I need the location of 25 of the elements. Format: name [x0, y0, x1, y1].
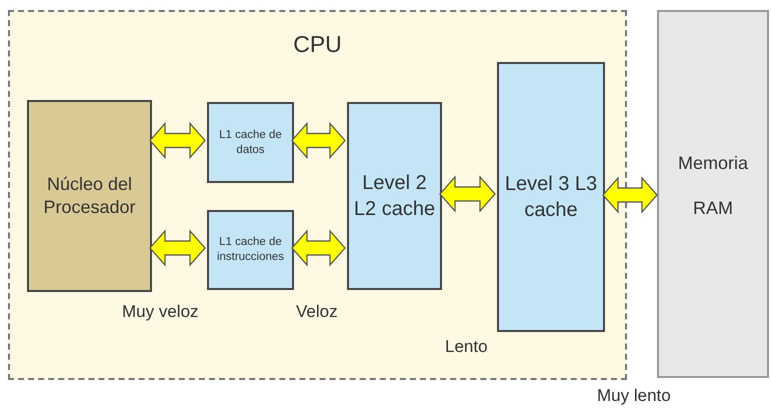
- speed-label: Veloz: [296, 302, 338, 322]
- double-arrow: [291, 229, 346, 267]
- double-arrow: [149, 229, 206, 267]
- box-label: RAM: [693, 197, 733, 220]
- cpu-region: [8, 10, 627, 380]
- speed-label: Muy veloz: [122, 302, 199, 322]
- box-label: Núcleo del Procesador: [42, 172, 137, 219]
- speed-label: Muy lento: [597, 386, 671, 406]
- memory-box: [497, 62, 605, 332]
- speed-label: Lento: [445, 337, 488, 357]
- memory-box: [347, 102, 442, 290]
- memory-box: [27, 100, 152, 292]
- box-label: L1 cache de datos: [218, 128, 283, 158]
- box-label: Level 2 L2 cache: [352, 171, 436, 222]
- memory-box: [207, 210, 294, 290]
- box-label: Level 3 L3 cache: [504, 172, 598, 223]
- region-title: CPU: [293, 30, 342, 59]
- double-arrow: [291, 122, 346, 160]
- double-arrow: [439, 175, 496, 213]
- box-label: L1 cache de instrucciones: [216, 235, 286, 265]
- memory-box: [657, 10, 769, 378]
- box-label: Memoria: [678, 152, 748, 175]
- memory-box: [207, 102, 294, 183]
- double-arrow: [149, 122, 206, 160]
- double-arrow: [602, 176, 658, 214]
